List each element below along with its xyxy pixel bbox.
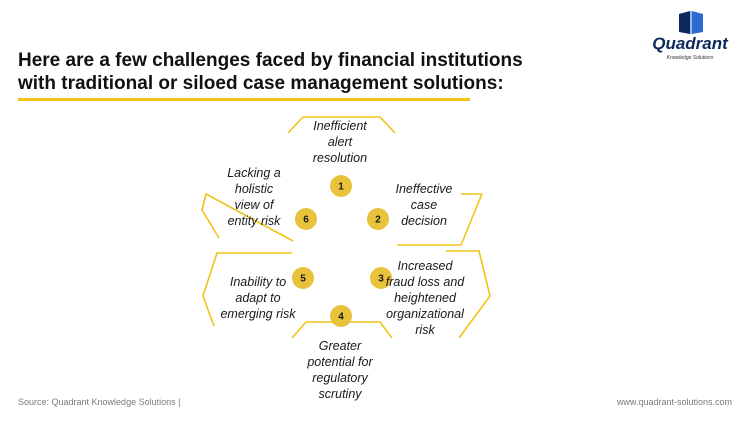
challenge-number-6: 6 bbox=[303, 215, 309, 226]
page-heading: Here are a few challenges faced by finan… bbox=[18, 50, 523, 96]
heading-underline bbox=[18, 98, 470, 101]
challenge-outline-1 bbox=[287, 116, 396, 134]
challenge-number-5: 5 bbox=[300, 274, 306, 285]
logo-tagline: Knowledge Solutions bbox=[666, 55, 714, 61]
challenge-text-3: Increased fraud loss and heightened organiz… bbox=[365, 258, 485, 338]
challenge-text-line: heightened bbox=[394, 291, 456, 305]
challenge-text-5: Inability to adapt to emerging risk bbox=[203, 274, 313, 322]
challenge-text-6: Lacking a holistic view of entity risk bbox=[204, 165, 304, 229]
heading-line-1: Here are a few challenges faced by finan… bbox=[18, 50, 523, 71]
footer-website: www.quadrant-solutions.com bbox=[616, 397, 732, 407]
quadrant-logo: Quadrant Knowledge Solutions bbox=[640, 8, 740, 62]
challenge-text-line: resolution bbox=[312, 151, 368, 165]
challenge-outline-2 bbox=[397, 193, 483, 246]
challenge-text-line: adapt to bbox=[235, 291, 281, 305]
challenge-number-4: 4 bbox=[338, 312, 344, 323]
challenge-text-line: risk bbox=[415, 323, 435, 337]
challenge-text-line: view of bbox=[234, 198, 274, 212]
challenge-number-2: 2 bbox=[375, 215, 381, 226]
challenge-text-line: Lacking a bbox=[227, 166, 281, 180]
challenge-outline-3 bbox=[446, 250, 491, 339]
challenge-text-line: decision bbox=[401, 214, 447, 228]
challenge-outline-6 bbox=[201, 193, 294, 242]
challenge-text-line: emerging risk bbox=[220, 307, 296, 321]
challenge-text-line: organizational bbox=[386, 307, 464, 321]
challenge-text-line: regulatory bbox=[312, 371, 368, 385]
challenge-text-line: holistic bbox=[234, 182, 274, 196]
challenge-outline-5 bbox=[202, 252, 292, 327]
challenge-number-3: 3 bbox=[378, 274, 384, 285]
challenge-badge-1 bbox=[330, 175, 352, 197]
challenge-badge-3 bbox=[370, 267, 392, 289]
challenge-text-line: Inability to bbox=[229, 275, 287, 289]
heading-line-2: with traditional or siloed case manageme… bbox=[18, 73, 504, 94]
challenge-text-line: Greater bbox=[318, 339, 362, 353]
challenge-number-1: 1 bbox=[338, 182, 344, 193]
challenge-text-line: potential for bbox=[307, 355, 373, 369]
challenge-text-line: case bbox=[410, 198, 438, 212]
challenge-text-line: entity risk bbox=[227, 214, 281, 228]
challenge-text-line: scrutiny bbox=[318, 387, 362, 401]
book-logo-icon bbox=[679, 11, 703, 34]
challenge-text-line: fraud loss and bbox=[385, 275, 465, 289]
challenge-text-line: Inefficient bbox=[313, 119, 367, 133]
challenge-text-line: alert bbox=[327, 135, 353, 149]
challenge-badge-2 bbox=[367, 208, 389, 230]
challenge-text-4: Greater potential for regulatory scrutiny bbox=[280, 338, 400, 402]
challenge-text-line: Ineffective bbox=[395, 182, 453, 196]
challenge-badge-5 bbox=[292, 267, 314, 289]
logo-wordmark: Quadrant bbox=[652, 34, 728, 53]
footer-source: Source: Quadrant Knowledge Solutions | bbox=[18, 397, 181, 407]
challenge-text-line: Increased bbox=[397, 259, 453, 273]
challenge-text-2: Ineffective case decision bbox=[369, 181, 479, 229]
challenge-badge-4 bbox=[330, 305, 352, 327]
challenge-text-1: Inefficient alert resolution bbox=[280, 118, 400, 166]
challenge-badge-6 bbox=[295, 208, 317, 230]
